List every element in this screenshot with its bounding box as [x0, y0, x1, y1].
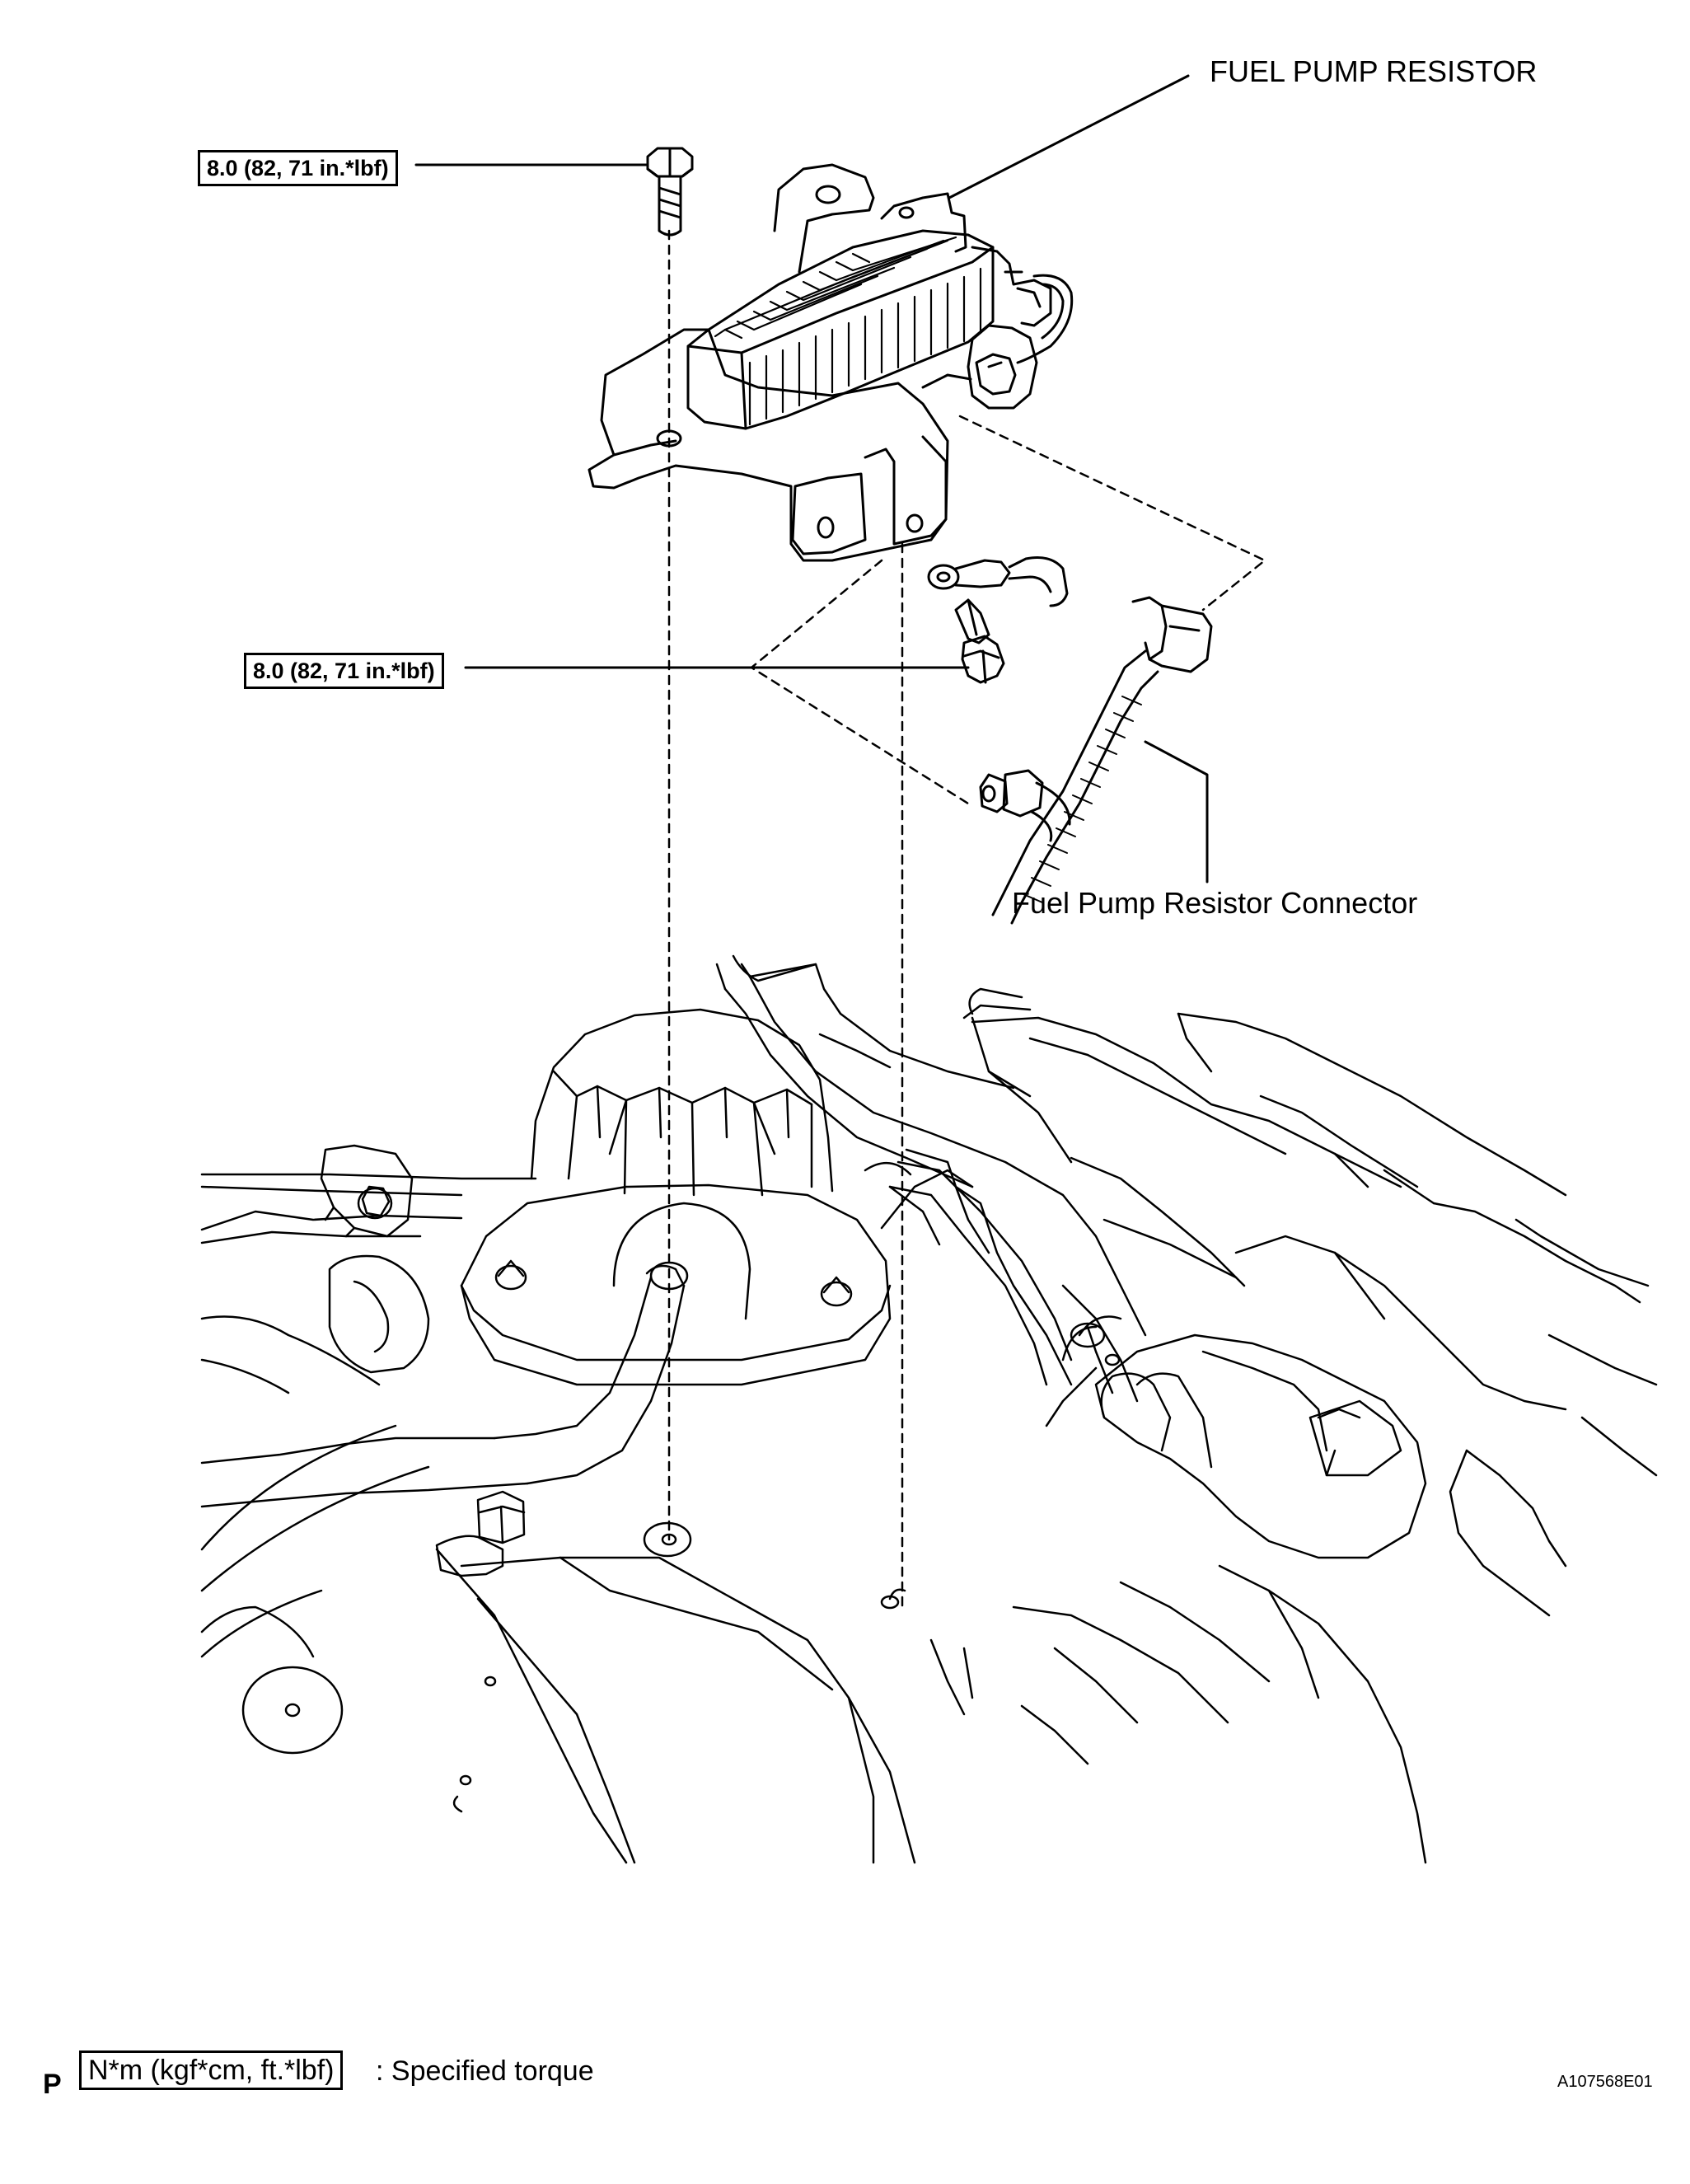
legend-unit-box: N*m (kgf*cm, ft.*lbf): [79, 2050, 344, 2090]
figure-id: A107568E01: [1557, 2073, 1653, 2091]
bolt-top: [646, 147, 694, 237]
installation-dash-lines: [667, 229, 1266, 1613]
label-fuel-pump-resistor: FUEL PUMP RESISTOR: [1210, 54, 1538, 88]
resistor-connector-harness: [979, 596, 1213, 925]
legend-description: : Specified torque: [376, 2055, 594, 2087]
fuel-pump-resistor: [588, 163, 1074, 684]
label-fuel-pump-resistor-connector: Fuel Pump Resistor Connector: [1012, 886, 1418, 920]
leader-lines: [414, 74, 1209, 883]
section-letter: P: [43, 2069, 62, 2100]
torque-spec-top: 8.0 (82, 71 in.*lbf): [198, 150, 398, 186]
torque-spec-middle: 8.0 (82, 71 in.*lbf): [244, 653, 444, 689]
vehicle-body: [200, 954, 1658, 1864]
